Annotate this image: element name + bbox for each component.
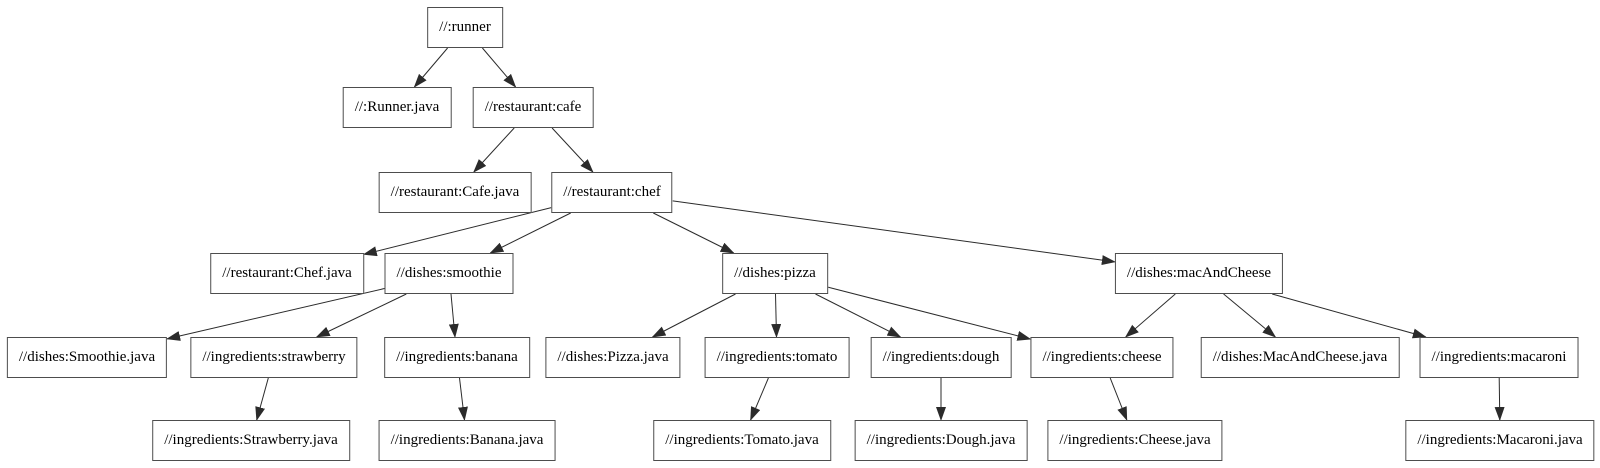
graph-node-cafe: //restaurant:cafe: [472, 87, 594, 128]
graph-node-chef: //restaurant:chef: [551, 172, 673, 213]
graph-edge-smoothie--banana: [448, 293, 459, 338]
graph-edge-tomato--tomato-java: [750, 377, 769, 421]
graph-node-tomato-java: //ingredients:Tomato.java: [653, 420, 831, 461]
graph-edge-cheese--cheese-java: [1109, 377, 1128, 421]
graph-edge-cafe--chef: [551, 127, 594, 173]
graph-node-pizza-java: //dishes:Pizza.java: [545, 337, 681, 378]
graph-edge-chef--chef-java: [362, 207, 552, 257]
graph-node-runner: //:runner: [427, 7, 503, 48]
graph-node-pizza: //dishes:pizza: [722, 253, 828, 294]
graph-node-chef-java: //restaurant:Chef.java: [210, 253, 364, 294]
graph-node-smoothie: //dishes:smoothie: [384, 253, 514, 294]
graph-edge-mac-and-cheese--macaroni: [1272, 293, 1427, 339]
graph-node-banana-java: //ingredients:Banana.java: [378, 420, 556, 461]
graph-node-macaroni: //ingredients:macaroni: [1419, 337, 1579, 378]
graph-edge-cafe--cafe-java: [473, 127, 515, 173]
graph-edge-macaroni--macaroni-java: [1494, 377, 1505, 421]
graph-node-strawberry-java: //ingredients:Strawberry.java: [152, 420, 350, 461]
graph-edge-banana--banana-java: [457, 377, 468, 421]
graph-edge-pizza--tomato: [771, 293, 782, 338]
graph-node-cafe-java: //restaurant:Cafe.java: [378, 172, 532, 213]
graph-edge-smoothie--strawberry: [315, 293, 407, 338]
graph-edge-mac-and-cheese--cheese: [1124, 293, 1176, 338]
graph-node-dough: //ingredients:dough: [870, 337, 1012, 378]
graph-node-dough-java: //ingredients:Dough.java: [854, 420, 1028, 461]
graph-edge-chef--pizza: [653, 212, 735, 254]
graph-node-runner-java: //:Runner.java: [342, 87, 452, 128]
graph-node-tomato: //ingredients:tomato: [704, 337, 850, 378]
graph-node-cheese-java: //ingredients:Cheese.java: [1047, 420, 1223, 461]
graph-edge-runner--cafe: [482, 47, 517, 88]
graph-node-smoothie-java: //dishes:Smoothie.java: [6, 337, 168, 378]
graph-edge-runner--runner-java: [413, 47, 448, 88]
graph-node-banana: //ingredients:banana: [384, 337, 530, 378]
graph-node-macaroni-java: //ingredients:Macaroni.java: [1405, 420, 1595, 461]
graph-edge-chef--smoothie: [489, 212, 571, 254]
graph-edge-pizza--pizza-java: [651, 293, 736, 338]
graph-edge-mac-and-cheese--mac-and-cheese-java: [1223, 293, 1277, 338]
graph-node-mac-and-cheese: //dishes:macAndCheese: [1114, 253, 1284, 294]
graph-node-mac-and-cheese-java: //dishes:MacAndCheese.java: [1200, 337, 1400, 378]
graph-edge-strawberry--strawberry-java: [255, 377, 269, 421]
graph-edge-pizza--dough: [815, 293, 902, 338]
graph-node-strawberry: //ingredients:strawberry: [190, 337, 358, 378]
graph-node-cheese: //ingredients:cheese: [1030, 337, 1174, 378]
graph-edge-pizza--cheese: [827, 286, 1032, 341]
graph-edge-smoothie--smoothie-java: [166, 288, 385, 341]
